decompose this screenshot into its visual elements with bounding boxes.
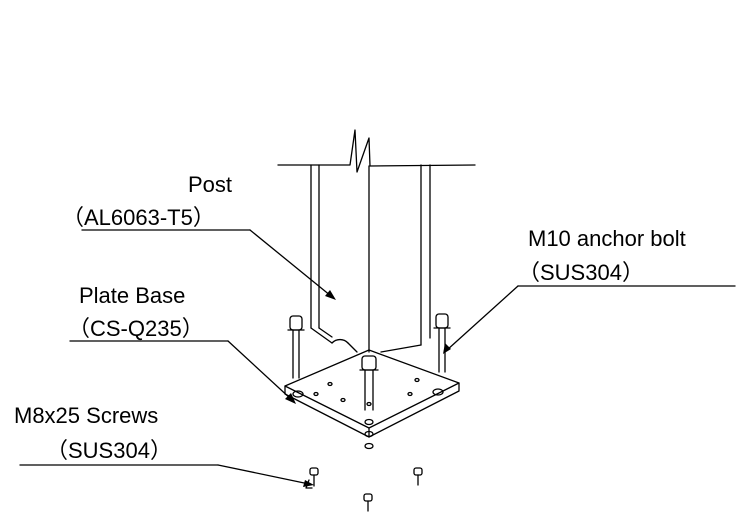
anchor-bolt-center [359,355,379,450]
anchor-bolt-label: M10 anchor bolt [528,226,686,251]
plate-base-label: Plate Base [79,283,186,308]
post-label: Post [188,172,233,197]
plate-base-leader [69,340,293,401]
plate-base-arrowhead [285,393,296,404]
anchor-bolt-arrowhead [443,343,451,354]
screws-material-label: （SUS304） [46,438,172,463]
post-material-label: （AL6063-T5） [62,205,215,230]
anchor-bolt-material-label: （SUS304） [518,260,644,285]
anchor-bolt-right [433,313,451,373]
plate-base-material-label: （CS-Q235） [68,316,204,341]
anchor-bolt-leader [446,285,736,351]
screws-leader [19,464,310,485]
screw-center [363,493,373,512]
post [277,129,476,353]
post-leader [81,229,332,297]
screw-right [413,467,423,486]
screws-arrowhead [303,480,314,487]
anchor-bolt-left [287,315,305,379]
post-arrowhead [325,290,336,300]
screws-label: M8x25 Screws [14,403,159,428]
